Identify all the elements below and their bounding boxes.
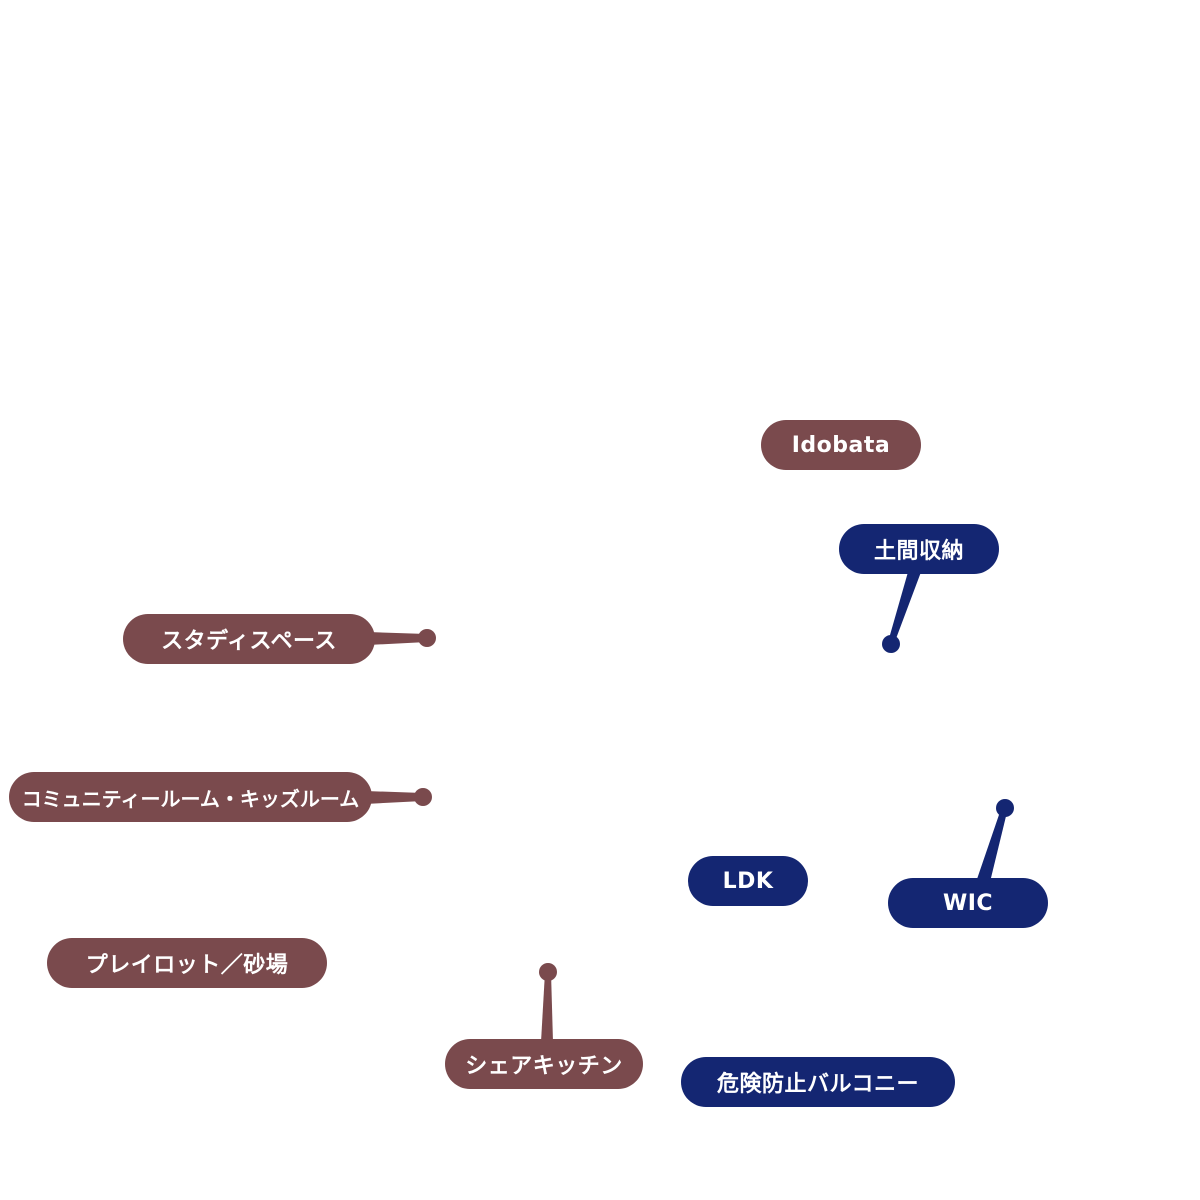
idobata-label: Idobata bbox=[761, 420, 921, 470]
study-space-pointer bbox=[368, 632, 427, 645]
study-space-dot bbox=[418, 629, 436, 647]
share-kitchen-label: シェアキッチン bbox=[445, 1039, 643, 1089]
doma-storage-label: 土間収納 bbox=[839, 524, 999, 574]
doma-storage-text: 土間収納 bbox=[873, 539, 964, 564]
balcony-label: 危険防止バルコニー bbox=[681, 1057, 955, 1107]
community-room-pointer bbox=[365, 791, 423, 804]
wic-label: WIC bbox=[888, 878, 1048, 928]
community-room-text: コミュニティールーム・キッズルーム bbox=[21, 786, 360, 811]
wic-pointer bbox=[976, 806, 1008, 882]
share-kitchen-pointer bbox=[541, 972, 553, 1042]
ldk-text: LDK bbox=[722, 868, 774, 894]
wic-dot bbox=[996, 799, 1014, 817]
doma-storage-pointer bbox=[888, 572, 921, 644]
study-space-label: スタディスペース bbox=[123, 614, 375, 664]
play-lot-label: プレイロット／砂場 bbox=[47, 938, 327, 988]
share-kitchen-text: シェアキッチン bbox=[465, 1054, 623, 1079]
study-space-text: スタディスペース bbox=[161, 629, 337, 654]
ldk-label: LDK bbox=[688, 856, 808, 906]
balcony-text: 危険防止バルコニー bbox=[716, 1072, 920, 1097]
idobata-text: Idobata bbox=[791, 432, 891, 458]
share-kitchen-dot bbox=[539, 963, 557, 981]
play-lot-text: プレイロット／砂場 bbox=[85, 953, 289, 978]
community-room-label: コミュニティールーム・キッズルーム bbox=[9, 772, 372, 822]
wic-text: WIC bbox=[942, 890, 994, 916]
community-room-dot bbox=[414, 788, 432, 806]
doma-storage-dot bbox=[882, 635, 900, 653]
